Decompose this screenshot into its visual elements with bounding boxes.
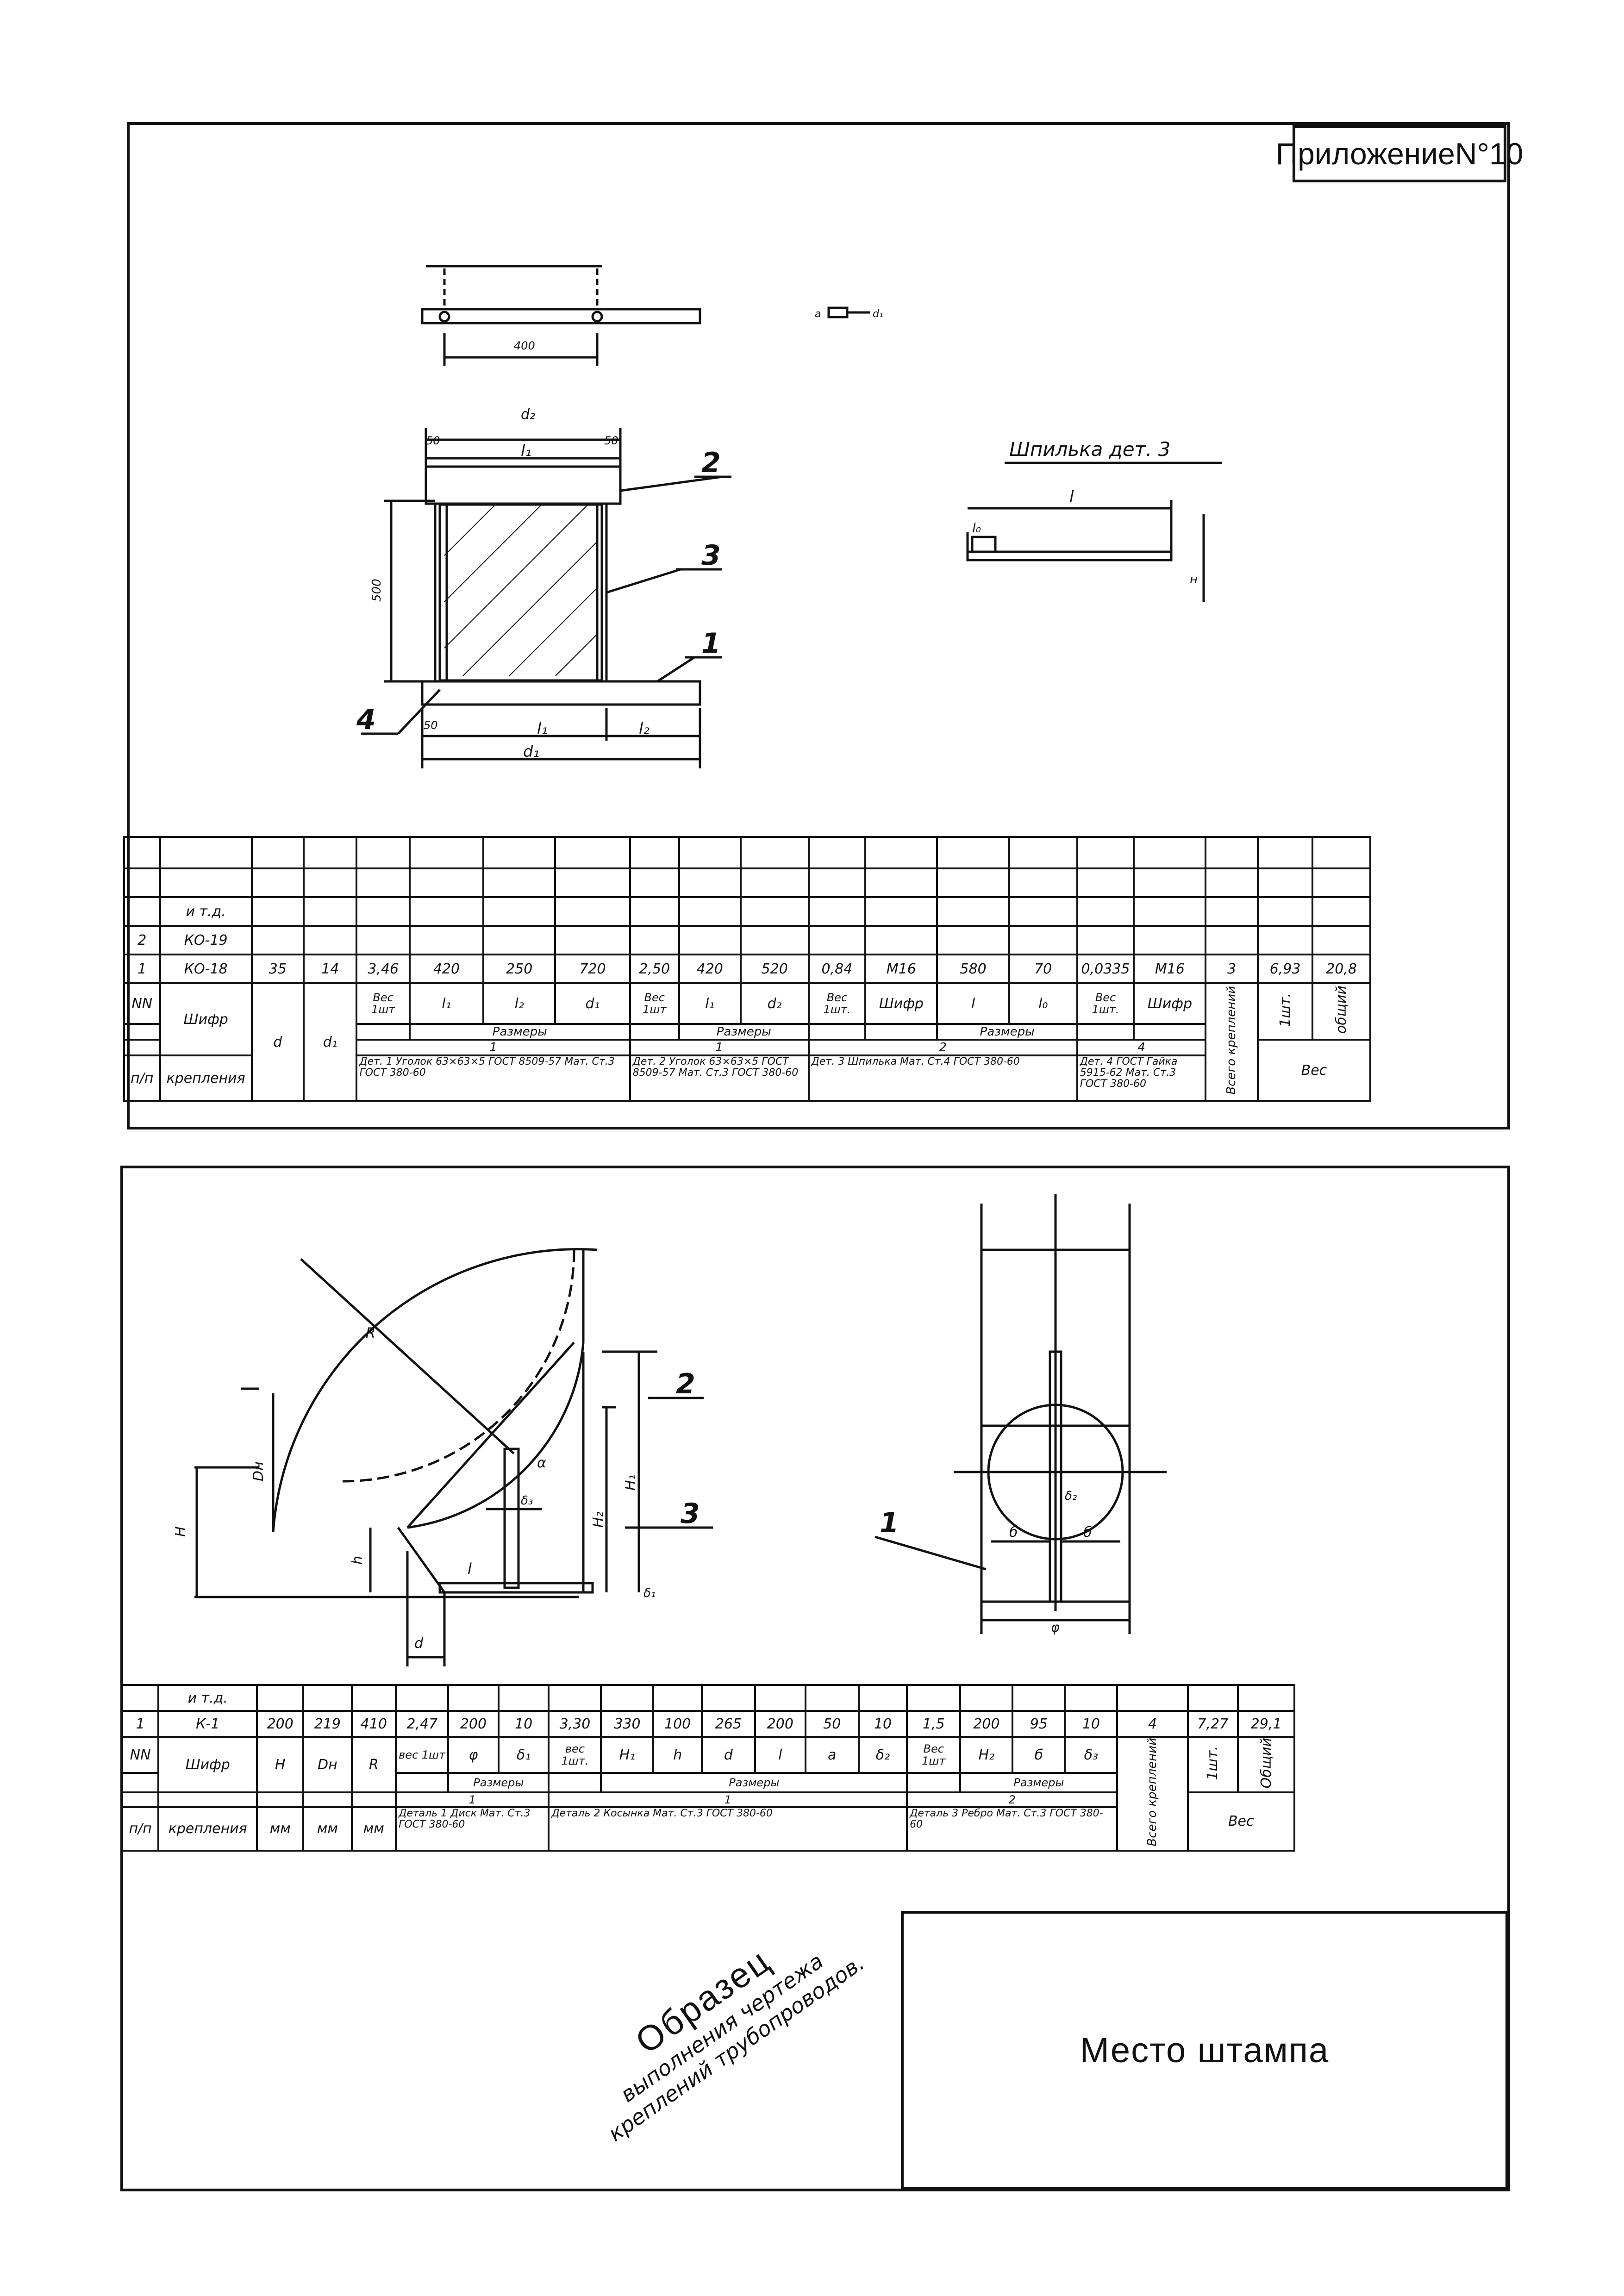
dim-50a: 50 bbox=[426, 434, 440, 447]
dim-h: h bbox=[350, 1556, 366, 1565]
dim-delta: δ₁ bbox=[643, 1586, 656, 1600]
callout-2: 2 bbox=[701, 447, 721, 479]
callout-4: 4 bbox=[356, 704, 376, 736]
dim-50c: 50 bbox=[424, 719, 438, 732]
upper-drawing: d₂ l₁ 50 50 400 500 50 l₁ l₂ d₁ 1 2 3 4 … bbox=[356, 265, 1222, 768]
dim-d1: d₁ bbox=[523, 742, 539, 761]
dim-R: R bbox=[366, 1325, 375, 1341]
lower-sheet-frame bbox=[120, 1166, 1510, 2191]
callout-1: 1 bbox=[701, 627, 721, 660]
dim-l0: l₀ bbox=[972, 520, 981, 536]
etc: и т.д. bbox=[159, 896, 253, 927]
dim-H: H bbox=[173, 1526, 189, 1537]
dim-l1-top: l₁ bbox=[521, 442, 531, 460]
dim-500: 500 bbox=[370, 579, 384, 602]
dim-d2: d₂ bbox=[521, 406, 535, 423]
stud-title: Шпилька дет. 3 bbox=[1009, 438, 1171, 461]
dim-h: н bbox=[1190, 573, 1198, 586]
dim-l: l bbox=[468, 1560, 472, 1578]
dim-l: l bbox=[1069, 488, 1074, 506]
callout-3b: 3 bbox=[681, 1497, 700, 1530]
dim-d3: δ₃ bbox=[521, 1494, 533, 1508]
upper-sheet-frame bbox=[127, 122, 1510, 1129]
dim-dd: d₁ bbox=[873, 308, 883, 320]
dim-d2: δ₂ bbox=[1065, 1489, 1077, 1503]
dim-phi: φ bbox=[1051, 1620, 1060, 1635]
dim-400: 400 bbox=[514, 339, 535, 352]
dim-Dn: Dн bbox=[250, 1461, 267, 1481]
callout-1b: 1 bbox=[880, 1507, 899, 1539]
dim-b2: б bbox=[1083, 1524, 1092, 1541]
dim-H2: H₂ bbox=[590, 1511, 606, 1528]
dim-l1-bottom: l₁ bbox=[537, 719, 548, 738]
appendix-label: ПриложениеN°10 bbox=[1276, 125, 1523, 182]
callout-3: 3 bbox=[701, 539, 721, 572]
lower-drawing: R H Dн h d l H₁ H₂ δ₁ α δ₃ δ₂ б б φ 2 3 … bbox=[173, 1194, 1167, 1666]
dim-alpha: α bbox=[537, 1455, 546, 1471]
title-block-placeholder: Место штампа bbox=[901, 1911, 1508, 2190]
dim-H1: H₁ bbox=[623, 1474, 639, 1491]
callout-2b: 2 bbox=[676, 1368, 695, 1400]
dim-l2: l₂ bbox=[639, 719, 650, 738]
dim-b1: б bbox=[1009, 1524, 1018, 1541]
dim-a: a bbox=[815, 308, 821, 320]
dim-50b: 50 bbox=[604, 434, 618, 447]
dim-d: d bbox=[414, 1635, 424, 1652]
